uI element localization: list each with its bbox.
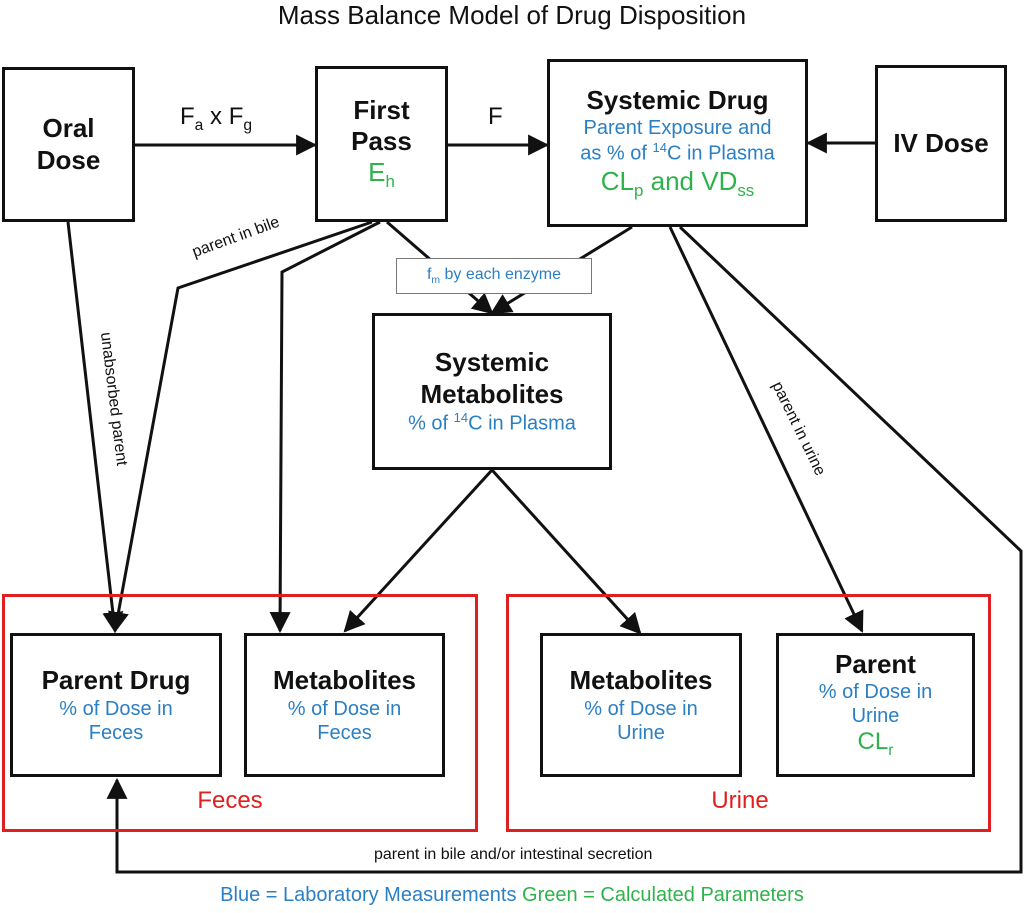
arrow-sysmet-to-meturine xyxy=(490,468,642,635)
fm-label-box: fm by each enzyme xyxy=(396,258,592,294)
diagram-title: Mass Balance Model of Drug Disposition xyxy=(277,0,747,30)
sysmet-line1: Systemic xyxy=(434,347,550,378)
parent-urine-title: Parent xyxy=(835,649,916,680)
metabolites-feces-box: Metabolites % of Dose in Feces xyxy=(244,633,445,777)
parent-urine-desc2: Urine xyxy=(851,705,900,728)
arrow-oral-to-parentdrug xyxy=(66,221,124,634)
arrow-bile-to-parentdrug xyxy=(108,220,373,634)
parent-urine-desc1: % of Dose in xyxy=(818,681,933,704)
clp-vdss-param: CLp and VDss xyxy=(600,165,755,200)
sysmet-desc: % of 14C in Plasma xyxy=(408,409,576,435)
feces-group xyxy=(2,594,478,832)
arrow-systemic-to-parenturine xyxy=(668,226,864,633)
color-legend: Blue = Laboratory Measurements Green = C… xyxy=(0,884,1024,907)
parent-drug-desc1: % of Dose in xyxy=(59,697,173,720)
parent-drug-title: Parent Drug xyxy=(41,665,191,696)
feces-group-label: Feces xyxy=(197,787,263,814)
first-pass-line2: Pass xyxy=(351,126,412,157)
met-urine-title: Metabolites xyxy=(569,665,713,696)
met-feces-desc1: % of Dose in xyxy=(287,697,402,720)
arrow-sysmet-to-metfeces xyxy=(343,468,494,633)
iv-dose-label: IV Dose xyxy=(893,127,989,158)
met-feces-desc2: Feces xyxy=(317,721,372,744)
met-urine-desc2: Urine xyxy=(617,721,665,744)
eh-param: Eh xyxy=(368,157,395,192)
parent-urine-box: Parent % of Dose in Urine CLr xyxy=(776,633,975,777)
systemic-metabolites-box: Systemic Metabolites % of 14C in Plasma xyxy=(372,313,612,470)
oral-dose-line1: Oral xyxy=(42,113,95,144)
metabolites-urine-box: Metabolites % of Dose in Urine xyxy=(540,633,742,777)
legend-blue: Blue = Laboratory Measurements xyxy=(220,884,517,906)
fa-fg-label: Fa x Fg xyxy=(180,103,253,134)
iv-dose-box: IV Dose xyxy=(875,65,1007,222)
systemic-drug-box: Systemic Drug Parent Exposure and as % o… xyxy=(547,59,808,227)
urine-group-label: Urine xyxy=(711,787,769,814)
urine-group xyxy=(506,594,991,832)
systemic-drug-title: Systemic Drug xyxy=(586,84,769,115)
met-feces-title: Metabolites xyxy=(272,665,417,696)
oral-dose-box: Oral Dose xyxy=(2,67,135,222)
arrow-secretion-to-parentdrug xyxy=(106,225,1023,874)
clr-param: CLr xyxy=(857,728,894,760)
legend-green: Green = Calculated Parameters xyxy=(522,884,804,906)
parent-drug-feces-box: Parent Drug % of Dose in Feces xyxy=(10,633,222,777)
first-pass-line1: First xyxy=(353,95,410,126)
fm-label: fm by each enzyme xyxy=(426,265,562,287)
systemic-drug-desc2: as % of 14C in Plasma xyxy=(580,140,775,165)
oral-dose-line2: Dose xyxy=(36,144,101,175)
systemic-drug-desc1: Parent Exposure and xyxy=(583,117,772,140)
f-label: F xyxy=(488,103,503,130)
parent-drug-desc2: Feces xyxy=(88,721,144,744)
arrow-firstpass-to-metfeces xyxy=(269,220,381,634)
bile-secretion-label: parent in bile and/or intestinal secreti… xyxy=(374,846,653,863)
sysmet-line2: Metabolites xyxy=(420,378,564,409)
first-pass-box: First Pass Eh xyxy=(315,66,448,222)
met-urine-desc1: % of Dose in xyxy=(584,697,698,720)
